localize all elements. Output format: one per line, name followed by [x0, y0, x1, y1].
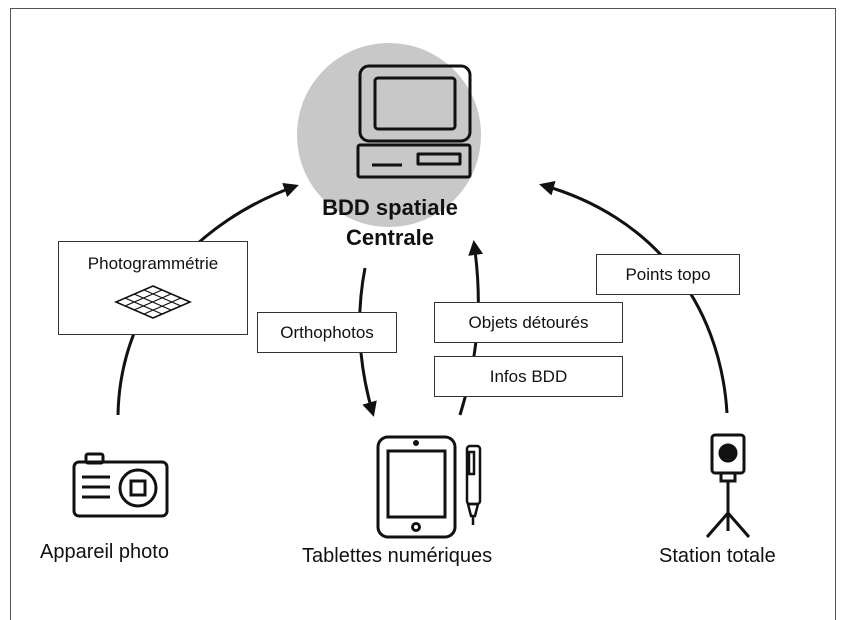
orthophotos-box: Orthophotos [257, 312, 397, 353]
central-database-circle [297, 43, 481, 227]
objects-box: Objets détourés [434, 302, 623, 343]
camera-icon [72, 452, 169, 518]
db-info-box: Infos BDD [434, 356, 623, 397]
objects-label: Objets détourés [468, 312, 589, 332]
topo-points-box: Points topo [596, 254, 740, 295]
stylus-icon [465, 444, 482, 525]
total-station-icon [705, 433, 751, 538]
photogrammetry-label: Photogrammétrie [87, 254, 219, 273]
desktop-computer-icon [356, 64, 472, 179]
station-caption: Station totale [659, 545, 776, 567]
camera-caption: Appareil photo [40, 541, 169, 563]
hub-title-line2: Centrale [345, 225, 435, 250]
tablet-icon [376, 435, 457, 539]
photogrammetry-box: Photogrammétrie [58, 241, 248, 335]
tablets-caption: Tablettes numériques [302, 545, 493, 567]
hub-title-line1: BDD spatiale [322, 195, 458, 220]
diagram-frame [10, 8, 836, 620]
hub-title: BDD spatiale Centrale [300, 193, 480, 253]
topo-points-label: Points topo [625, 264, 711, 284]
db-info-label: Infos BDD [489, 366, 568, 386]
photogrammetry-mesh-icon [113, 285, 193, 319]
orthophotos-label: Orthophotos [280, 322, 374, 342]
